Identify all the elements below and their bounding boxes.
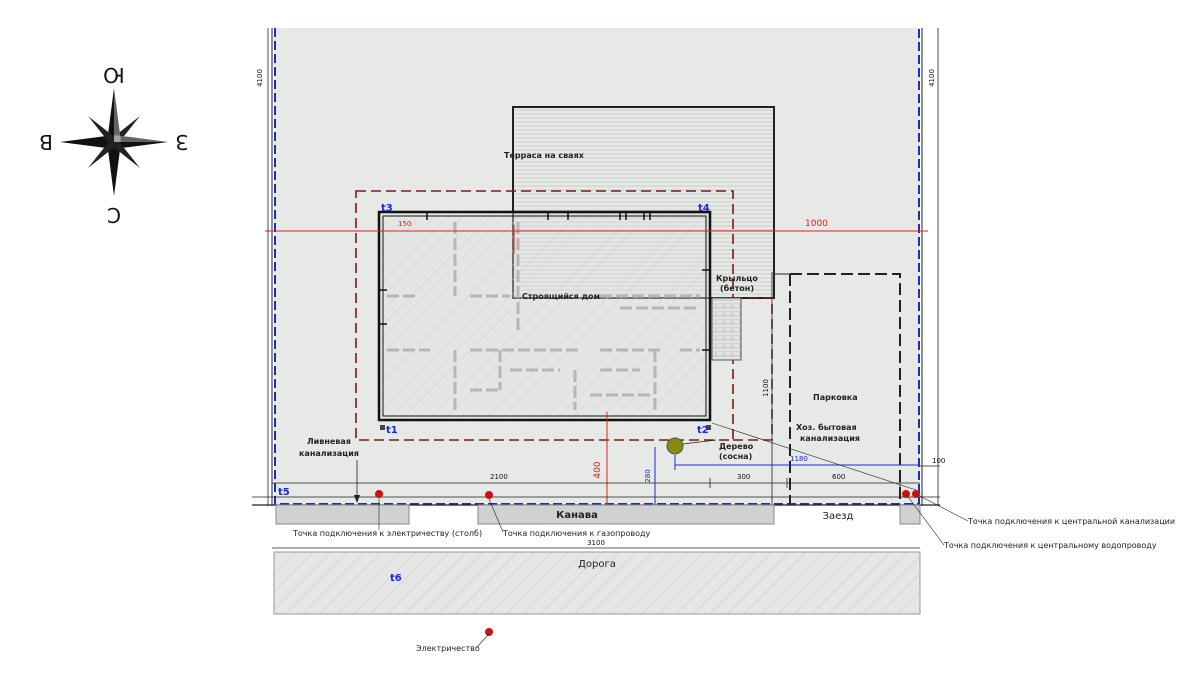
compass-star-icon (60, 88, 168, 196)
compass-north-label: Ю (103, 63, 125, 87)
tree-label-2: (сосна) (719, 452, 752, 461)
point-t4: t4 (698, 203, 710, 214)
compass-east-label: З (176, 130, 189, 154)
ditch (477, 504, 775, 525)
dim-150: 150 (398, 220, 411, 228)
dim-2100: 2100 (490, 473, 508, 481)
ditch-left (275, 504, 410, 525)
connection-electric-label: Точка подключения к электричеству (столб… (292, 529, 482, 538)
parking-label: Парковка (813, 393, 858, 402)
storm-sewer-label-1: Ливневая (307, 437, 351, 446)
porch (711, 297, 742, 361)
dim-3100: 3100 (587, 539, 605, 547)
connection-electric-dot (375, 490, 383, 498)
connection-sewer-label: Точка подключения к центральной канализа… (967, 517, 1175, 526)
electricity-label: Электричество (416, 644, 480, 653)
driveway-label: Заезд (823, 511, 854, 522)
compass-south-label: С (107, 203, 121, 227)
lot-boundary (274, 28, 920, 505)
dim-4100-left: 4100 (256, 69, 264, 87)
dim-1100: 1100 (762, 379, 770, 397)
house-label: Строящийся дом (522, 292, 600, 301)
dim-600: 600 (832, 473, 845, 481)
connection-gas-dot (485, 491, 493, 499)
dim-400: 400 (593, 461, 603, 478)
compass-west-label: В (39, 130, 53, 154)
ditch-label: Канава (556, 510, 598, 521)
dim-100: 100 (932, 457, 945, 465)
electricity-dot (485, 628, 493, 636)
dim-300: 300 (737, 473, 750, 481)
point-t1: t1 (386, 425, 398, 436)
sewer-local-label-2: канализация (800, 434, 860, 443)
point-t5: t5 (278, 487, 290, 498)
dim-4100-right: 4100 (928, 69, 936, 87)
point-t3: t3 (381, 203, 393, 214)
point-t6: t6 (390, 573, 402, 584)
porch-label-1: Крыльцо (716, 274, 758, 283)
road-label: Дорога (578, 559, 616, 570)
ditch-right (899, 504, 921, 525)
parking-area (789, 273, 901, 504)
tree-pine (666, 437, 684, 455)
porch-label-2: (бетон) (720, 283, 754, 293)
point-t2: t2 (697, 425, 709, 436)
corner-marker-t1 (380, 425, 385, 430)
internal-walls (387, 222, 700, 410)
dim-280: 280 (644, 469, 652, 482)
dim-1180: 1180 (790, 455, 808, 463)
tree-label-1: Дерево (719, 442, 754, 451)
compass: Ю З В С (39, 63, 188, 227)
storm-sewer-label-2: канализация (299, 449, 359, 458)
dim-1000: 1000 (805, 219, 828, 229)
connection-water-label: Точка подключения к центральному водопро… (943, 541, 1157, 550)
connection-gas-label: Точка подключения к газопроводу (502, 529, 651, 538)
corner-marker-t2 (706, 425, 711, 430)
terrace-label: Терраса на сваях (504, 151, 585, 160)
sewer-local-label-1: Хоз. бытовая (796, 422, 857, 432)
setback-line (355, 190, 734, 441)
